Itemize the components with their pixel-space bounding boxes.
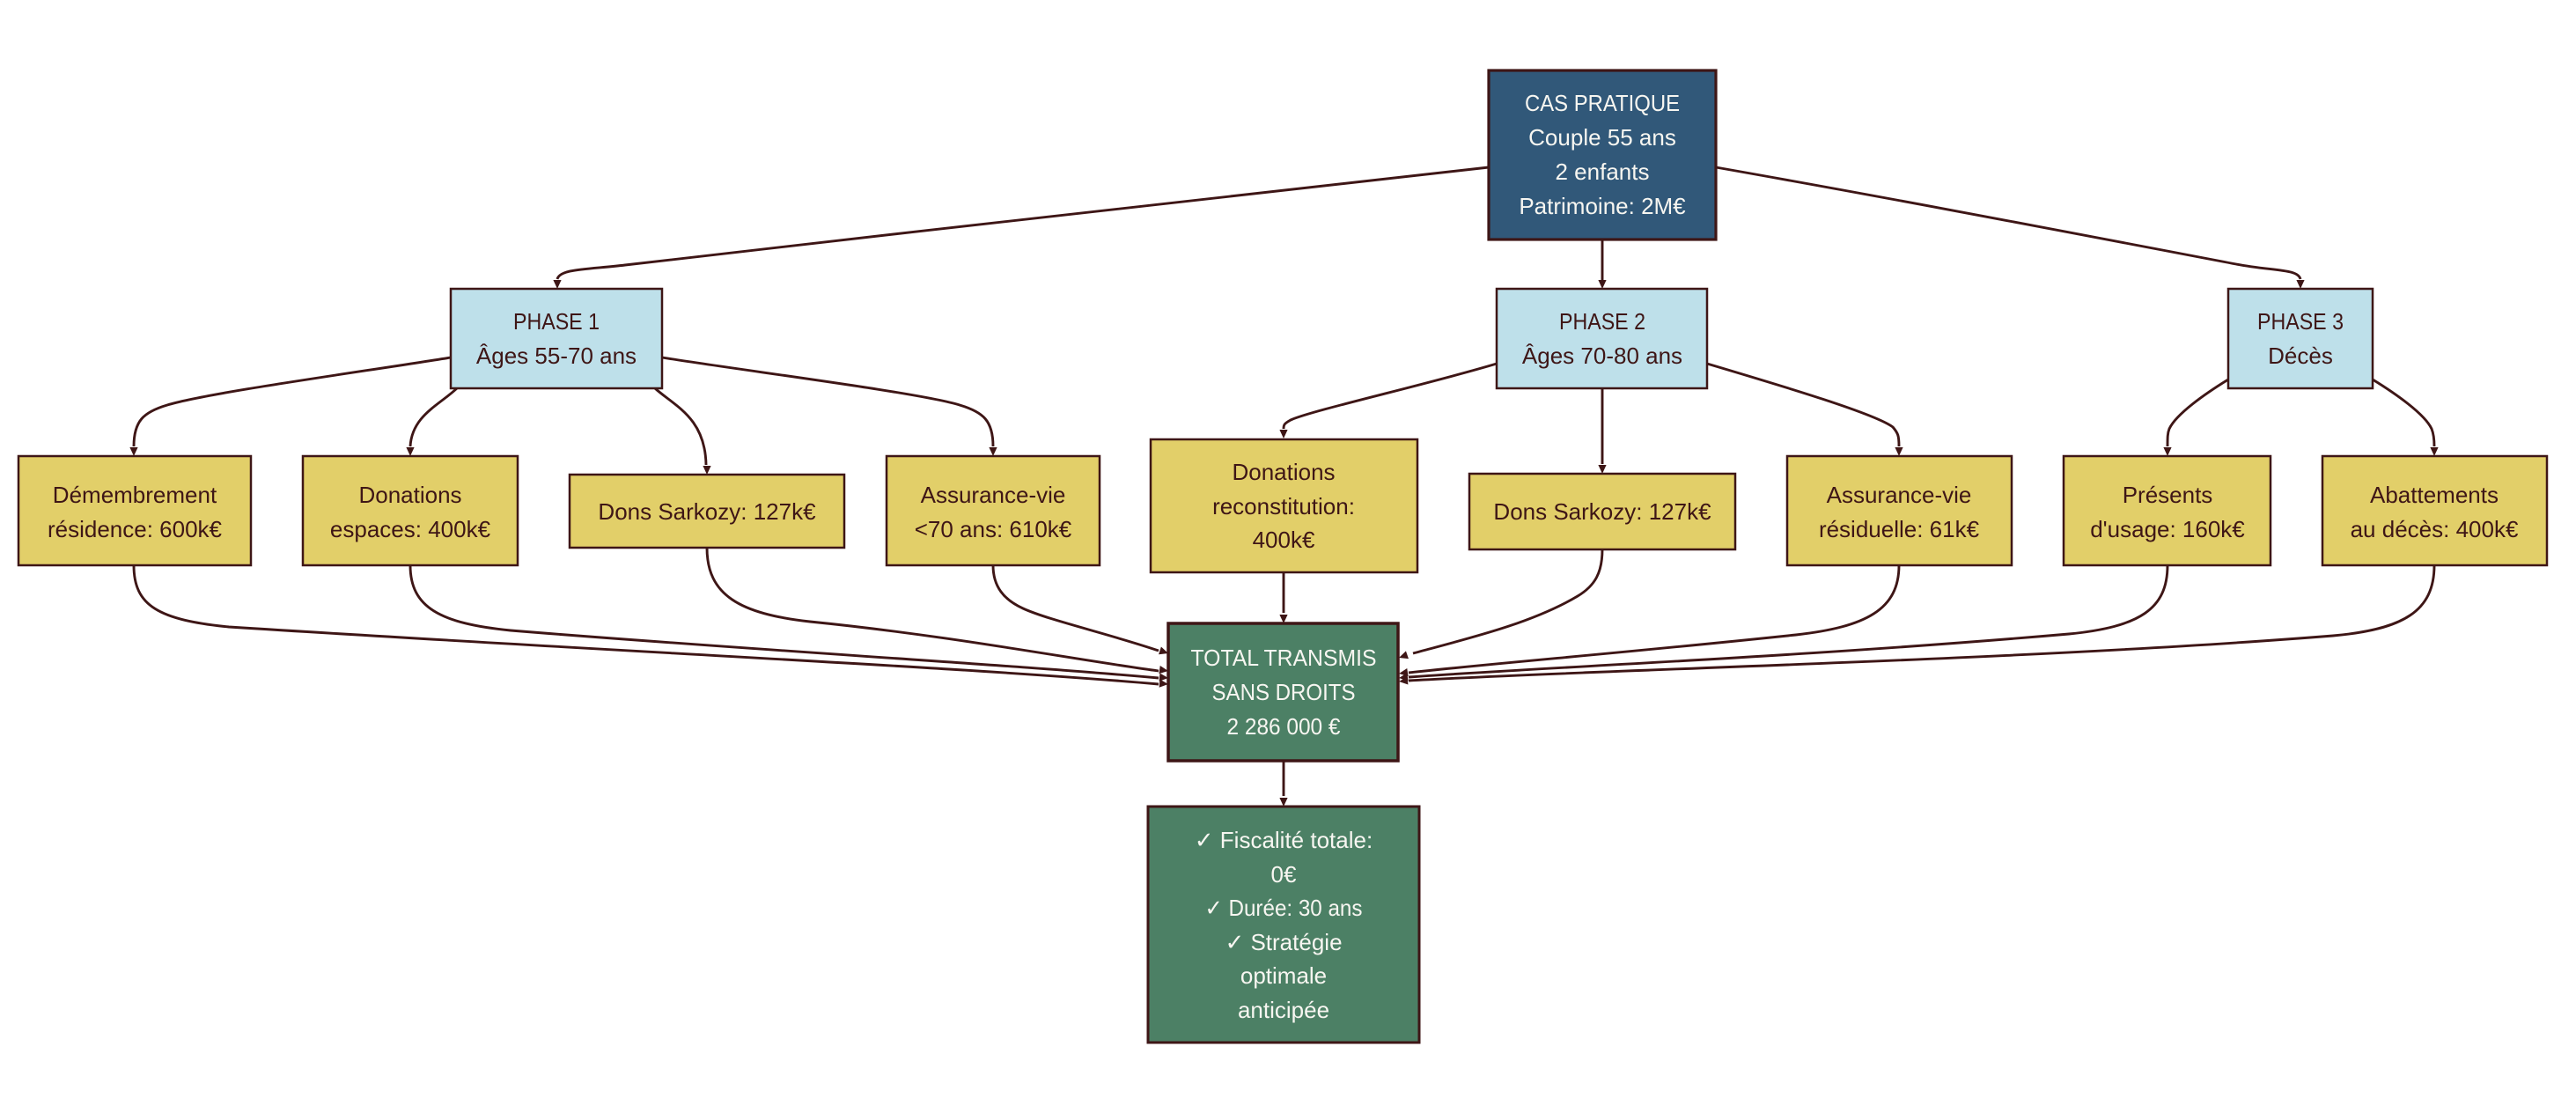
svg-text:Présents: Présents bbox=[2123, 482, 2213, 508]
svg-text:anticipée: anticipée bbox=[1238, 997, 1329, 1023]
svg-text:optimale: optimale bbox=[1240, 962, 1327, 989]
svg-text:SANS DROITS: SANS DROITS bbox=[1212, 679, 1356, 705]
svg-text:Couple 55 ans: Couple 55 ans bbox=[1528, 124, 1676, 151]
svg-text:Donations: Donations bbox=[1232, 459, 1335, 485]
svg-text:reconstitution:: reconstitution: bbox=[1212, 493, 1355, 519]
svg-text:<70 ans: 610k€: <70 ans: 610k€ bbox=[915, 516, 1072, 542]
svg-text:Dons Sarkozy: 127k€: Dons Sarkozy: 127k€ bbox=[598, 498, 816, 525]
svg-text:espaces: 400k€: espaces: 400k€ bbox=[330, 516, 491, 542]
svg-text:TOTAL TRANSMIS: TOTAL TRANSMIS bbox=[1191, 645, 1377, 671]
svg-text:Démembrement: Démembrement bbox=[53, 482, 217, 508]
svg-text:2 286 000 €: 2 286 000 € bbox=[1227, 713, 1341, 740]
svg-text:au décès: 400k€: au décès: 400k€ bbox=[2351, 516, 2519, 542]
svg-text:✓ Stratégie: ✓ Stratégie bbox=[1225, 929, 1342, 955]
svg-text:Assurance-vie: Assurance-vie bbox=[1827, 482, 1972, 508]
svg-text:400k€: 400k€ bbox=[1253, 527, 1315, 553]
svg-text:résiduelle: 61k€: résiduelle: 61k€ bbox=[1819, 516, 1980, 542]
svg-text:Âges 70-80 ans: Âges 70-80 ans bbox=[1522, 343, 1682, 369]
svg-text:PHASE 1: PHASE 1 bbox=[513, 308, 600, 335]
svg-text:Âges 55-70 ans: Âges 55-70 ans bbox=[476, 343, 637, 369]
svg-text:0€: 0€ bbox=[1271, 861, 1297, 888]
svg-text:PHASE 2: PHASE 2 bbox=[1559, 308, 1645, 335]
svg-text:Donations: Donations bbox=[358, 482, 461, 508]
svg-text:résidence: 600k€: résidence: 600k€ bbox=[48, 516, 223, 542]
svg-text:✓ Fiscalité totale:: ✓ Fiscalité totale: bbox=[1195, 827, 1373, 853]
svg-text:✓ Durée: 30 ans: ✓ Durée: 30 ans bbox=[1205, 895, 1363, 921]
svg-text:Abattements: Abattements bbox=[2370, 482, 2499, 508]
svg-text:Décès: Décès bbox=[2268, 343, 2333, 369]
svg-text:Dons Sarkozy: 127k€: Dons Sarkozy: 127k€ bbox=[1493, 498, 1711, 525]
svg-text:CAS PRATIQUE: CAS PRATIQUE bbox=[1525, 90, 1680, 116]
svg-text:Patrimoine: 2M€: Patrimoine: 2M€ bbox=[1519, 193, 1686, 219]
svg-text:Assurance-vie: Assurance-vie bbox=[921, 482, 1066, 508]
svg-text:d'usage: 160k€: d'usage: 160k€ bbox=[2090, 516, 2245, 542]
svg-text:2 enfants: 2 enfants bbox=[1556, 158, 1650, 185]
svg-text:PHASE 3: PHASE 3 bbox=[2257, 308, 2344, 335]
